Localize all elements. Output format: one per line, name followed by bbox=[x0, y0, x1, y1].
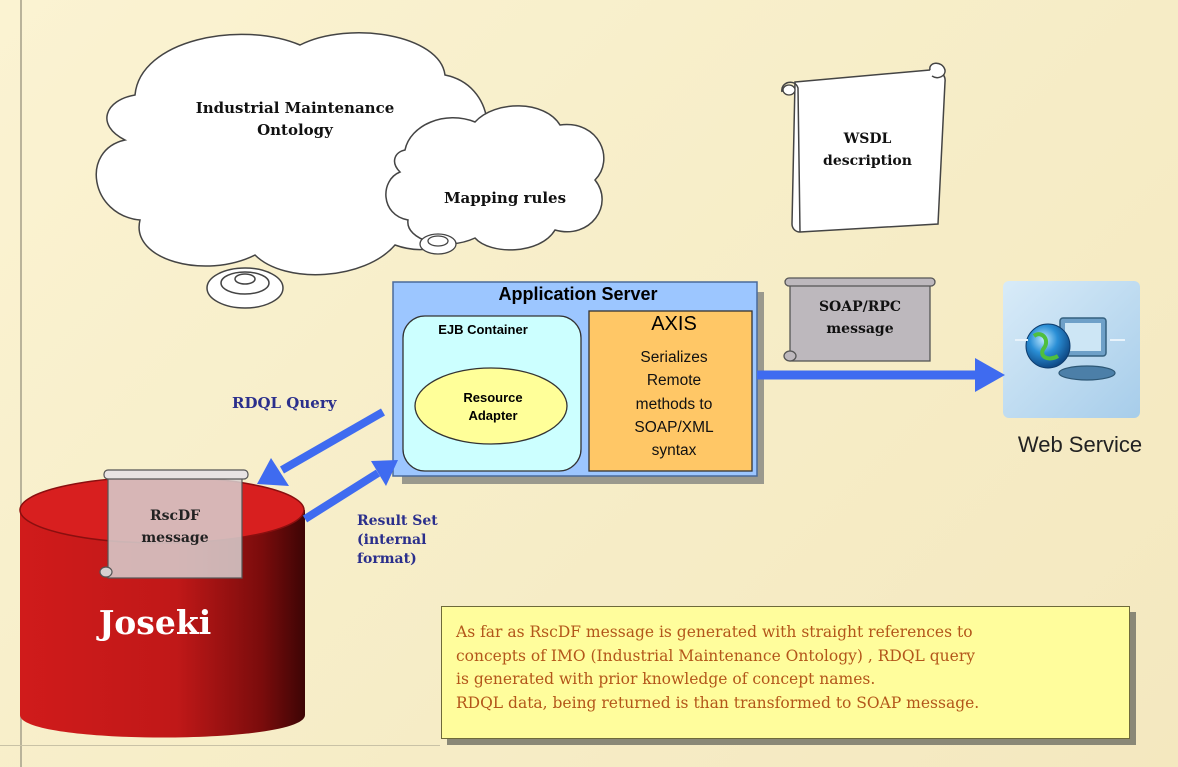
note-line: As far as RscDF message is generated wit… bbox=[456, 623, 973, 641]
application-server-title: Application Server bbox=[498, 284, 658, 304]
soap-scroll bbox=[783, 277, 936, 362]
ontology-cloud-label: Industrial Maintenance Ontology bbox=[195, 99, 395, 139]
left-rule bbox=[20, 0, 22, 767]
wsdl-label: WSDL description bbox=[823, 131, 912, 170]
resource-adapter-label: Resource Adapter bbox=[463, 390, 523, 423]
mapping-rules-label: Mapping rules bbox=[443, 189, 567, 207]
note-line: is generated with prior knowledge of con… bbox=[456, 670, 876, 689]
note-line: concepts of IMO (Industrial Maintenance … bbox=[456, 646, 975, 665]
arrow-result-set bbox=[302, 460, 398, 523]
soap-label: SOAP/RPC message bbox=[818, 299, 902, 338]
resource-adapter-ellipse bbox=[414, 367, 568, 445]
rscdf-label: RscDF message bbox=[141, 508, 209, 547]
explanation-note: As far as RscDF message is generated wit… bbox=[441, 606, 1130, 739]
result-set-label: Result Set (internal format) bbox=[357, 513, 438, 567]
wsdl-scroll bbox=[781, 62, 946, 233]
mapping-cloud bbox=[385, 105, 605, 251]
rscdf-scroll bbox=[99, 469, 249, 579]
rdql-query-label: RDQL Query bbox=[232, 394, 337, 412]
ejb-container-title: EJB Container bbox=[438, 322, 528, 337]
axis-description: Serializes Remote methods to SOAP/XML sy… bbox=[634, 349, 714, 459]
axis-box bbox=[588, 310, 753, 472]
arrow-to-web-service bbox=[757, 358, 1005, 392]
ontology-cloud bbox=[95, 32, 489, 276]
web-service-label: Web Service bbox=[1017, 432, 1143, 457]
axis-title: AXIS bbox=[651, 313, 697, 335]
joseki-label: Joseki bbox=[98, 603, 212, 642]
note-line: RDQL data, being returned is than transf… bbox=[456, 693, 980, 712]
arrow-rdql-query bbox=[257, 408, 385, 486]
web-service-icon bbox=[1003, 281, 1140, 418]
bottom-rule bbox=[0, 745, 440, 746]
